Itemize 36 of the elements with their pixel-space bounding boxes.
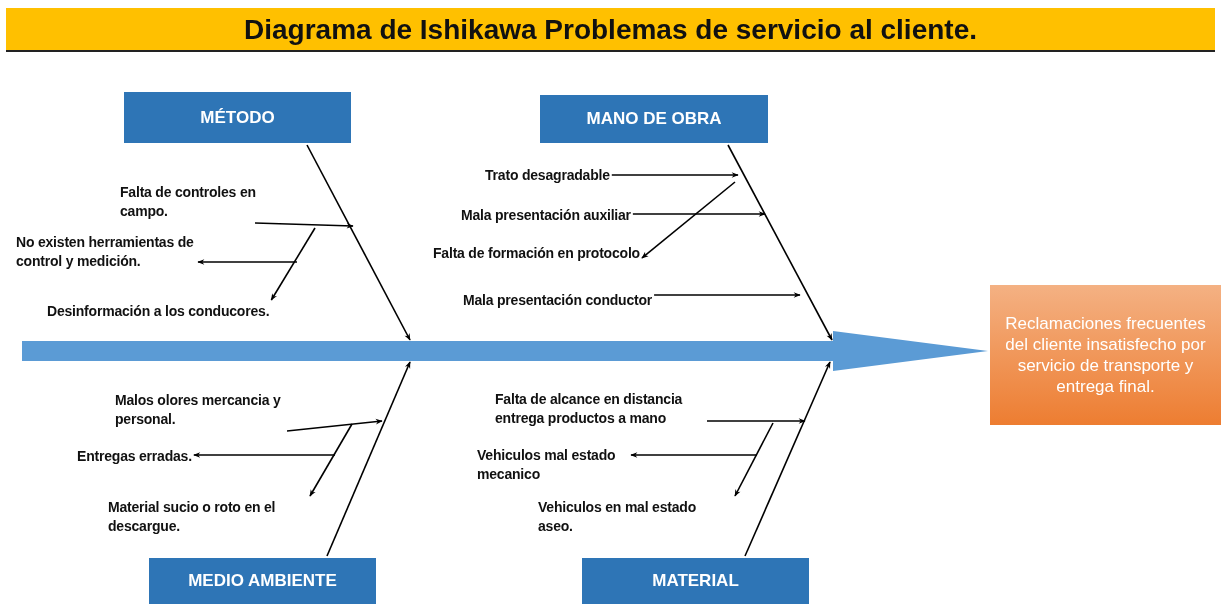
cause-text: Falta de controles en campo. [120,183,292,221]
arrow [641,181,736,259]
cause-text: Material sucio o roto en el descargue. [108,498,308,536]
arrow [632,211,766,217]
category-box: MANO DE OBRA [540,95,768,143]
cause-text: Falta de alcance en distancia entrega productos a mano [495,390,705,428]
cause-text: Falta de formación en protocolo [433,244,640,263]
arrow [197,259,298,265]
arrow [653,292,801,298]
cause-text: Malos olores mercancia y personal. [115,391,315,429]
arrow [193,452,336,458]
title-banner: Diagrama de Ishikawa Problemas de servicio al cliente. [6,8,1215,52]
arrow [254,222,354,229]
arrow [630,452,758,458]
cause-text: Desinformación a los conducores. [47,302,270,321]
cause-text: Vehiculos mal estado mecanico [477,446,629,484]
category-box: MÉTODO [124,92,351,143]
cause-text: No existen herramientas de control y medición. [16,233,196,271]
effect-box: Reclamaciones frecuentes del cliente insatisfecho por servicio de transporte y entrega final. [990,285,1221,425]
category-box: MATERIAL [582,558,809,604]
arrow [734,422,774,497]
cause-text: Mala presentación conductor [463,291,653,310]
cause-text: Mala presentación auxiliar [461,206,631,225]
arrow [611,172,739,178]
arrow [706,418,806,424]
category-box: MEDIO AMBIENTE [149,558,376,604]
arrow [309,423,353,497]
arrow [270,227,316,301]
cause-text: Entregas erradas. [77,447,192,466]
arrow [306,144,411,341]
arrow [727,144,833,341]
cause-text: Vehiculos en mal estado aseo. [538,498,733,536]
cause-text: Trato desagradable [485,166,610,185]
arrow [286,418,383,432]
arrow [744,361,831,557]
arrow [326,361,411,557]
